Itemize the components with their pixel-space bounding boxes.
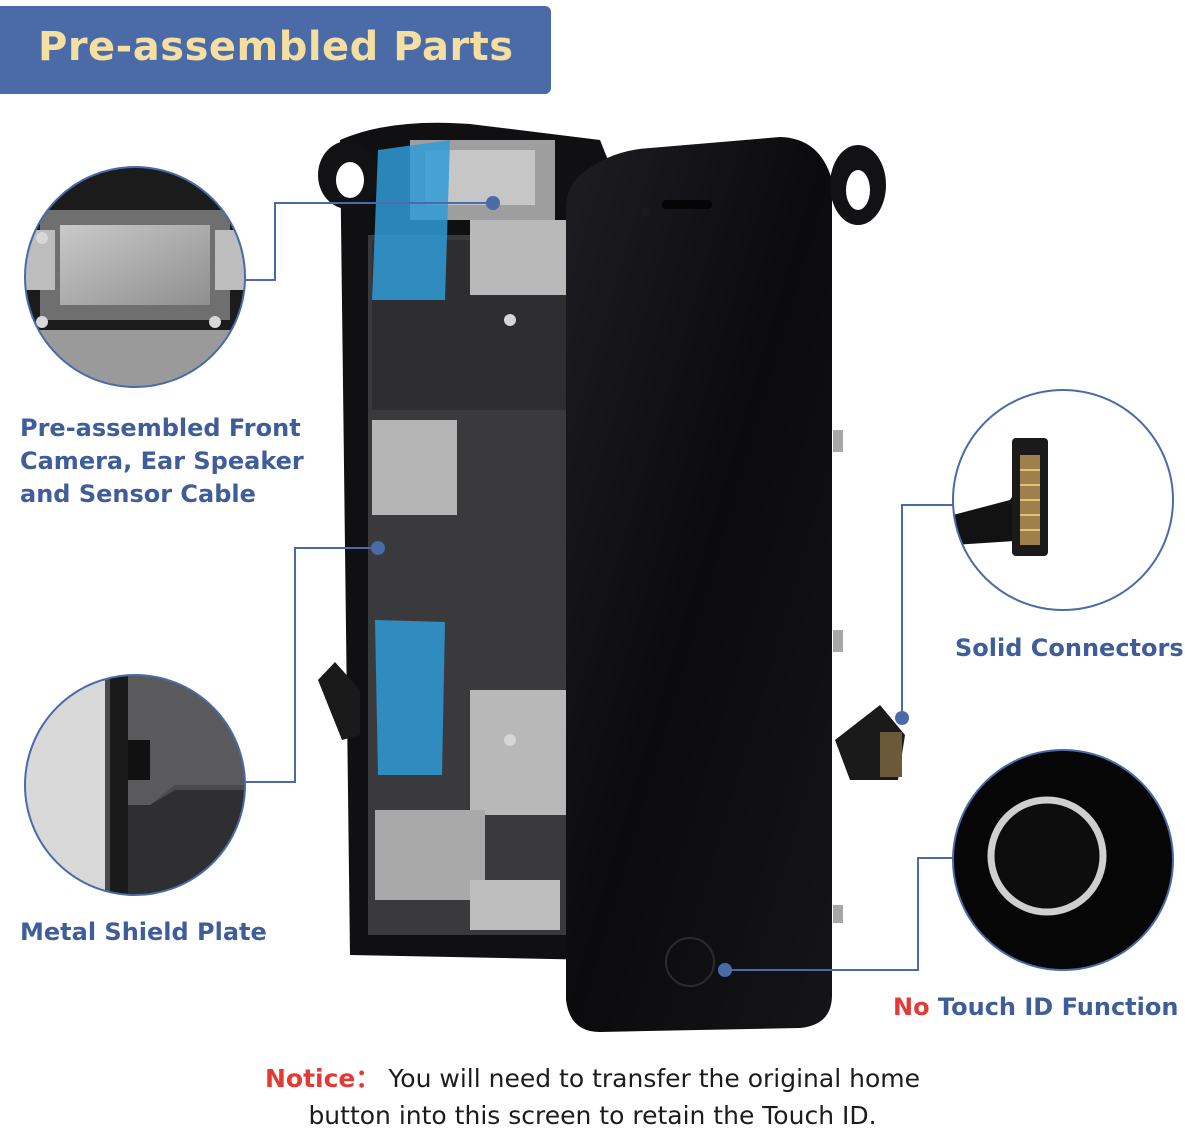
label-touch-id-rest: Touch ID Function bbox=[929, 993, 1179, 1021]
label-metal-shield: Metal Shield Plate bbox=[20, 918, 267, 946]
closeup-connector bbox=[952, 389, 1174, 611]
title-banner: Pre-assembled Parts bbox=[0, 6, 551, 94]
label-front-camera-line1: Pre-assembled Front bbox=[20, 414, 301, 442]
product-illustration bbox=[24, 122, 1174, 1032]
banner-title: Pre-assembled Parts bbox=[38, 24, 514, 70]
notice-label: Notice： bbox=[264, 1064, 381, 1093]
closeup-ear-speaker bbox=[24, 166, 246, 388]
label-touch-id: No Touch ID Function bbox=[893, 991, 1178, 1024]
notice-line1: You will need to transfer the original h… bbox=[380, 1064, 920, 1093]
label-front-camera-line2: Camera, Ear Speaker bbox=[20, 447, 304, 475]
label-touch-id-no: No bbox=[893, 993, 930, 1021]
rear-assembly bbox=[318, 122, 610, 960]
closeup-shield-plate bbox=[24, 674, 246, 896]
label-front-camera-line3: and Sensor Cable bbox=[20, 480, 256, 508]
label-front-camera: Pre-assembled Front Camera, Ear Speaker … bbox=[20, 412, 304, 511]
leader-dots bbox=[371, 196, 909, 977]
leader-lines bbox=[245, 202, 953, 971]
notice: Notice： You will need to transfer the or… bbox=[0, 1060, 1185, 1132]
notice-line2: button into this screen to retain the To… bbox=[308, 1101, 877, 1130]
label-solid-connectors: Solid Connectors bbox=[955, 634, 1184, 662]
closeup-home-button bbox=[952, 749, 1174, 971]
front-screen bbox=[566, 137, 905, 1032]
